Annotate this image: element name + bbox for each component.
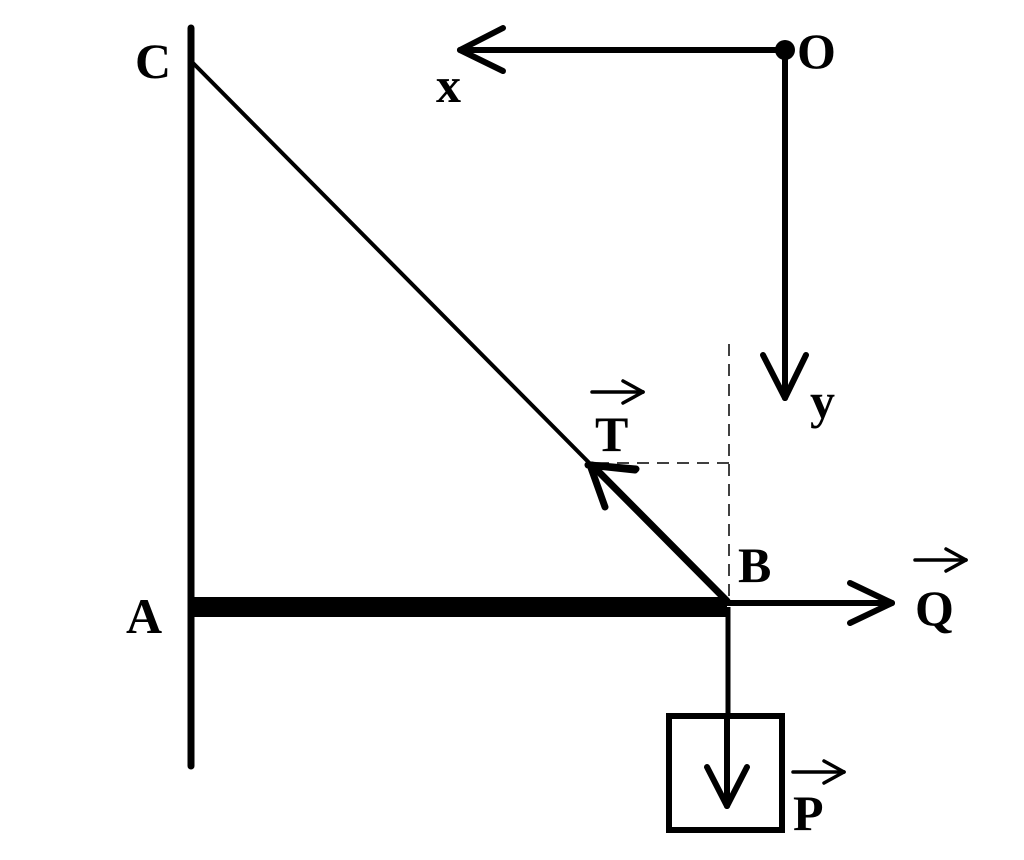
tension-vector <box>584 461 731 605</box>
label-point-a: A <box>126 588 162 644</box>
coordinate-axes <box>457 25 809 401</box>
origin-dot <box>775 40 795 60</box>
label-force-p: P <box>793 785 824 841</box>
label-point-b: B <box>738 537 771 593</box>
force-p-vector <box>704 715 750 809</box>
vector-overbars <box>590 379 968 785</box>
label-force-t: T <box>595 406 628 462</box>
label-point-c: C <box>135 33 171 89</box>
label-force-q: Q <box>915 580 954 636</box>
label-axis-x: x <box>436 57 461 113</box>
label-origin: O <box>797 23 836 79</box>
force-q-vector <box>724 580 895 626</box>
dashed-components <box>597 344 730 600</box>
label-axis-y: y <box>810 373 835 429</box>
